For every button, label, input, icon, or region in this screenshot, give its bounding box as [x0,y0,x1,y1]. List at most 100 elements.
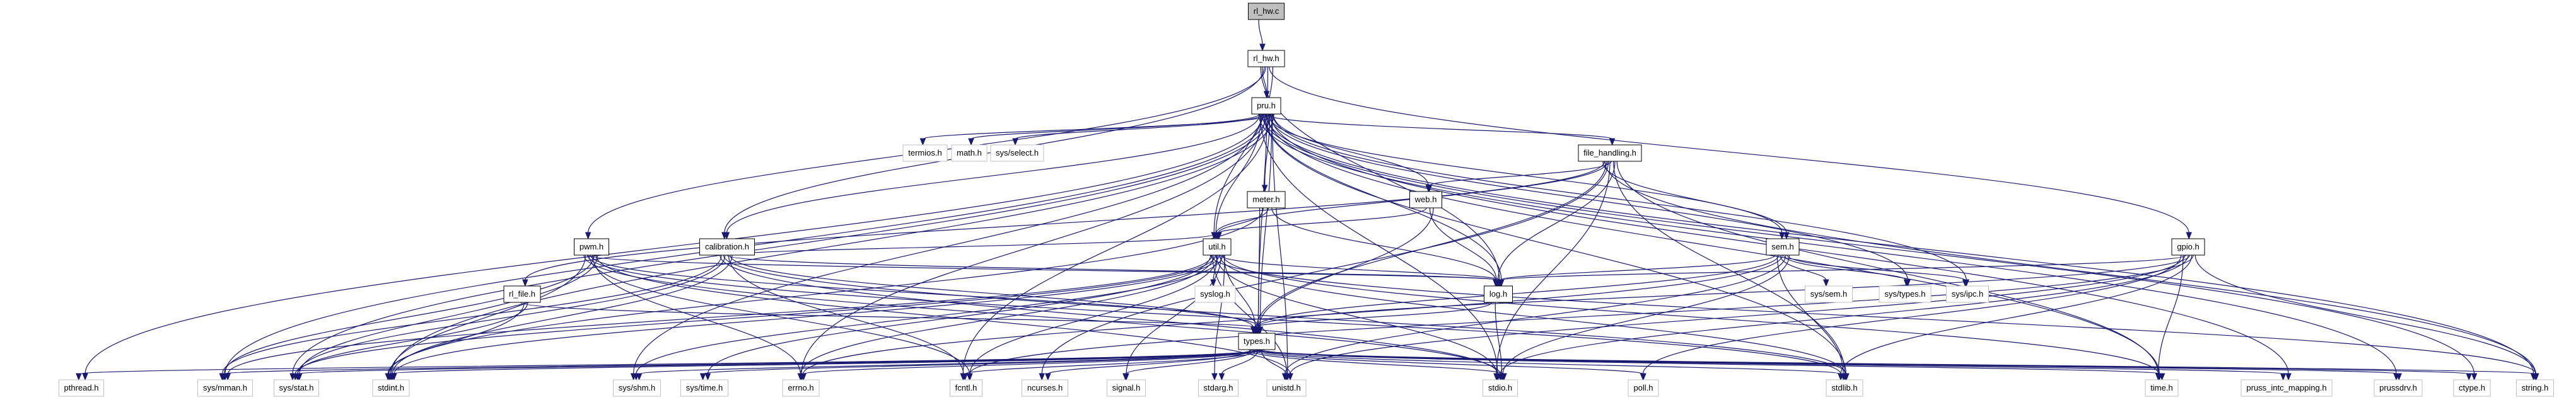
arrowhead-icon [224,373,231,381]
node-label: log.h [1489,289,1507,299]
node-box [950,379,982,397]
include-edge [592,254,801,375]
include-edge [78,349,1262,375]
include-edge [1258,19,1263,45]
node-calibration-h[interactable]: calibration.h [699,238,755,256]
include-edge [1258,113,2397,375]
node-gpio-h[interactable]: gpio.h [2171,238,2205,256]
node-rl-file-h[interactable]: rl_file.h [503,285,541,303]
include-edge [801,113,1266,375]
node-label: calibration.h [705,242,749,251]
node-sys-sem-h: sys/sem.h [1805,285,1853,303]
include-edge [392,254,733,375]
include-edge [726,254,1500,281]
node-pru-h[interactable]: pru.h [1251,97,1281,115]
node-label: stdlib.h [1831,383,1857,392]
include-edge [1262,66,1268,93]
arrowhead-icon [2155,373,2162,381]
include-edge [1250,349,2399,375]
node-pwm-h[interactable]: pwm.h [574,238,609,256]
node-file-handling-h[interactable]: file_handling.h [1578,144,1642,162]
include-edge [1269,113,1908,281]
arrowhead-icon [1287,373,1293,381]
include-edge [1125,349,1255,375]
node-rl-hw-h[interactable]: rl_hw.h [1247,50,1285,67]
arrowhead-icon [723,232,730,240]
node-pruss-intc-mapping-h: pruss_intc_mapping.h [2241,379,2333,397]
node-types-h[interactable]: types.h [1238,333,1276,350]
include-edge [639,349,1253,375]
arrowhead-icon [2466,373,2472,381]
node-stdlib-h: stdlib.h [1826,379,1863,397]
node-box [1238,333,1276,350]
include-edge [1266,113,1613,140]
node-label: prussdrv.h [2379,383,2417,392]
node-box [59,379,104,397]
node-web-h[interactable]: web.h [1409,191,1442,209]
include-edge [587,254,1841,375]
include-edge [1252,349,1644,375]
include-edge [520,302,1258,328]
include-edge [525,161,1605,281]
include-edge [1257,207,1261,328]
include-edge [803,349,1260,375]
node-label: pthread.h [64,383,99,392]
node-stdio-h: stdio.h [1483,379,1518,397]
include-edge [720,254,1498,375]
arrowhead-icon [76,373,82,381]
node-box [1251,97,1281,115]
arrowhead-icon [2159,373,2165,381]
node-label: poll.h [1633,383,1653,392]
node-label: rl_hw.c [1254,6,1279,16]
include-edge [800,254,1215,375]
include-edge [1212,254,1288,375]
node-log-h[interactable]: log.h [1484,285,1513,303]
node-box [1805,285,1853,303]
node-label: sys/time.h [686,383,723,392]
arrowhead-icon [585,232,592,240]
node-label: signal.h [1112,383,1141,392]
node-meter-h[interactable]: meter.h [1247,191,1286,209]
include-edge [1249,349,1505,375]
include-edge [1268,113,1783,234]
include-edge [1215,254,1498,375]
node-box [1203,238,1232,256]
node-sem-h[interactable]: sem.h [1766,238,1800,256]
node-box [1409,191,1442,209]
arrowhead-icon [391,373,397,381]
node-syslog-h: syslog.h [1194,285,1236,303]
include-edge [1223,254,2159,375]
include-edge [1259,113,1498,375]
include-edge [1780,254,1827,281]
arrowhead-icon [704,373,711,381]
include-edge [922,113,1272,140]
include-edge [1259,113,1273,328]
include-edge [970,113,1260,140]
node-label: errno.h [788,383,813,392]
arrowhead-icon [1640,373,1646,381]
node-box [2453,379,2491,397]
include-edge [1223,254,1256,328]
include-edge [1214,254,1225,375]
arrowhead-icon [1903,279,1910,287]
node-box [1198,379,1238,397]
node-errno-h: errno.h [782,379,820,397]
node-rl-hw-c[interactable]: rl_hw.c [1248,3,1285,20]
node-box [1194,285,1236,303]
include-edge [1219,254,1846,375]
include-edge [723,254,1847,375]
node-box [1483,379,1518,397]
arrowhead-icon [1218,373,1225,381]
include-edge [1256,349,1841,375]
include-edge [1254,302,1493,328]
arrowhead-icon [968,138,974,146]
node-sys-stat-h: sys/stat.h [274,379,319,397]
include-edge [1213,66,1273,234]
node-ncurses-h: ncurses.h [1022,379,1068,397]
arrowhead-icon [2471,373,2478,381]
arrowhead-icon [1283,373,1290,381]
node-util-h[interactable]: util.h [1203,238,1232,256]
node-box [1107,379,1146,397]
include-edge [1497,161,1616,281]
